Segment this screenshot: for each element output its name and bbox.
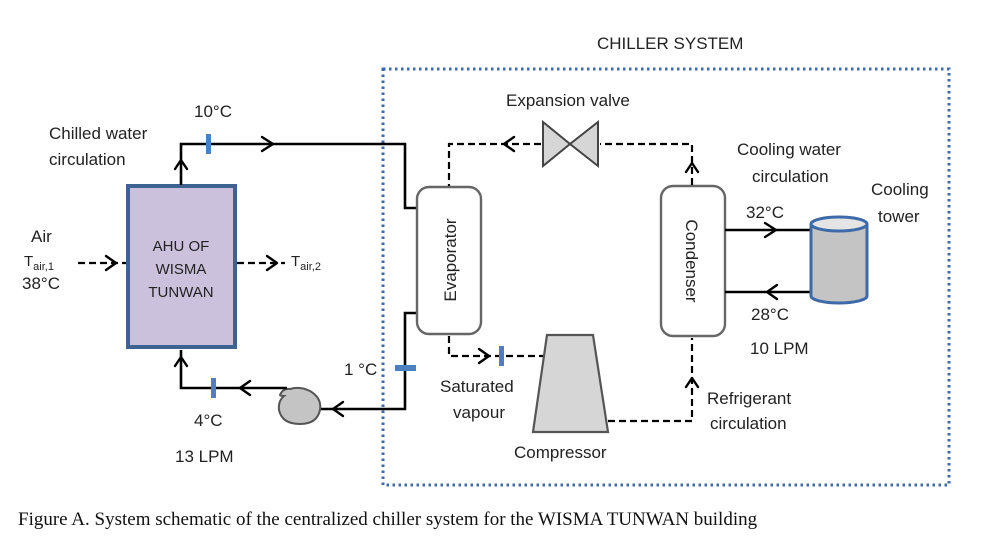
ahu-unit bbox=[126, 184, 237, 349]
chilled-water-evaporator-outlet-temperature: 1 °C bbox=[344, 360, 377, 379]
chilled-water-label-line1: Chilled water bbox=[49, 124, 148, 143]
temperature-sensor-1c bbox=[395, 365, 416, 371]
compressor-icon bbox=[531, 333, 610, 434]
cooling-tower-label-line1: Cooling bbox=[871, 180, 929, 199]
pump-to-ahu-pipe bbox=[179, 350, 287, 390]
chilled-water-up-arrow bbox=[173, 158, 189, 171]
refrigerant-circulation-label-line2: circulation bbox=[710, 414, 787, 433]
temperature-sensor-4c bbox=[211, 378, 216, 398]
chilled-water-left-arrow-2 bbox=[238, 379, 252, 397]
air-outlet-arrow bbox=[265, 254, 279, 272]
air-outlet-symbol: Tair,2 bbox=[291, 253, 321, 273]
cooling-water-flow-rate: 10 LPM bbox=[750, 339, 809, 358]
air-inlet-temperature: 38°C bbox=[22, 274, 60, 293]
chiller-system-boundary bbox=[381, 67, 951, 487]
refrigerant-arrow-left bbox=[502, 135, 516, 153]
refrigerant-arrow-up-top bbox=[684, 161, 700, 174]
expansion-valve-icon bbox=[542, 119, 572, 169]
air-inlet-arrow bbox=[104, 254, 118, 272]
ahu-label-line1: AHU OF bbox=[153, 238, 210, 255]
evaporator bbox=[415, 185, 483, 336]
chilled-water-ahu-inlet-arrow bbox=[173, 355, 189, 368]
refrigerant-line-compressor-to-condenser bbox=[608, 338, 694, 423]
chilled-water-return-pipe bbox=[179, 142, 417, 210]
refrigerant-line-valve-to-evaporator bbox=[447, 142, 541, 186]
figure-caption: Figure A. System schematic of the centra… bbox=[18, 509, 758, 530]
ahu-label-line2: WISMA bbox=[156, 261, 207, 278]
expansion-valve-label: Expansion valve bbox=[506, 91, 630, 110]
chilled-water-label-line2: circulation bbox=[49, 150, 126, 169]
air-label: Air bbox=[31, 227, 52, 246]
condenser-label: Condenser bbox=[682, 219, 701, 303]
ahu-label-line3: TUNWAN bbox=[148, 284, 213, 301]
evaporator-label: Evaporator bbox=[441, 218, 460, 301]
saturated-vapour-label-line2: vapour bbox=[453, 403, 505, 422]
condenser bbox=[659, 184, 727, 338]
refrigerant-arrow-right bbox=[477, 347, 491, 365]
cooling-water-label-line2: circulation bbox=[752, 167, 829, 186]
refrigerant-arrow-up-bottom bbox=[684, 376, 700, 389]
refrigerant-circulation-label-line1: Refrigerant bbox=[707, 389, 791, 408]
air-inlet-symbol: Tair,1 bbox=[24, 253, 54, 273]
chilled-water-flow-rate: 13 LPM bbox=[175, 447, 234, 466]
chilled-water-supply-pipe bbox=[321, 311, 417, 411]
cooling-water-right-arrow bbox=[763, 221, 778, 239]
chilled-water-right-arrow bbox=[260, 135, 275, 153]
chilled-water-left-arrow-1 bbox=[331, 400, 345, 418]
cooling-water-left-arrow bbox=[765, 283, 779, 301]
temperature-sensor-saturated-vapour bbox=[499, 346, 504, 366]
pump-icon bbox=[277, 386, 322, 426]
refrigerant-line-condenser-to-valve bbox=[600, 142, 694, 185]
refrigerant-line-evaporator-to-compressor bbox=[447, 336, 543, 358]
cooling-tower-icon bbox=[809, 224, 869, 305]
saturated-vapour-label-line1: Saturated bbox=[440, 377, 514, 396]
cooling-tower-label-line2: tower bbox=[878, 207, 920, 226]
chilled-water-ahu-inlet-temperature: 4°C bbox=[194, 411, 223, 430]
chiller-system-title: CHILLER SYSTEM bbox=[597, 34, 743, 53]
expansion-valve-icon-right bbox=[568, 119, 599, 169]
temperature-sensor-10c bbox=[206, 134, 211, 154]
cooling-tower-top bbox=[809, 215, 869, 233]
chilled-water-supply-temperature: 10°C bbox=[194, 102, 232, 121]
cooling-water-supply-temperature: 32°C bbox=[746, 203, 784, 222]
compressor-label: Compressor bbox=[514, 443, 607, 462]
cooling-water-return-temperature: 28°C bbox=[751, 305, 789, 324]
cooling-water-label-line1: Cooling water bbox=[737, 140, 841, 159]
